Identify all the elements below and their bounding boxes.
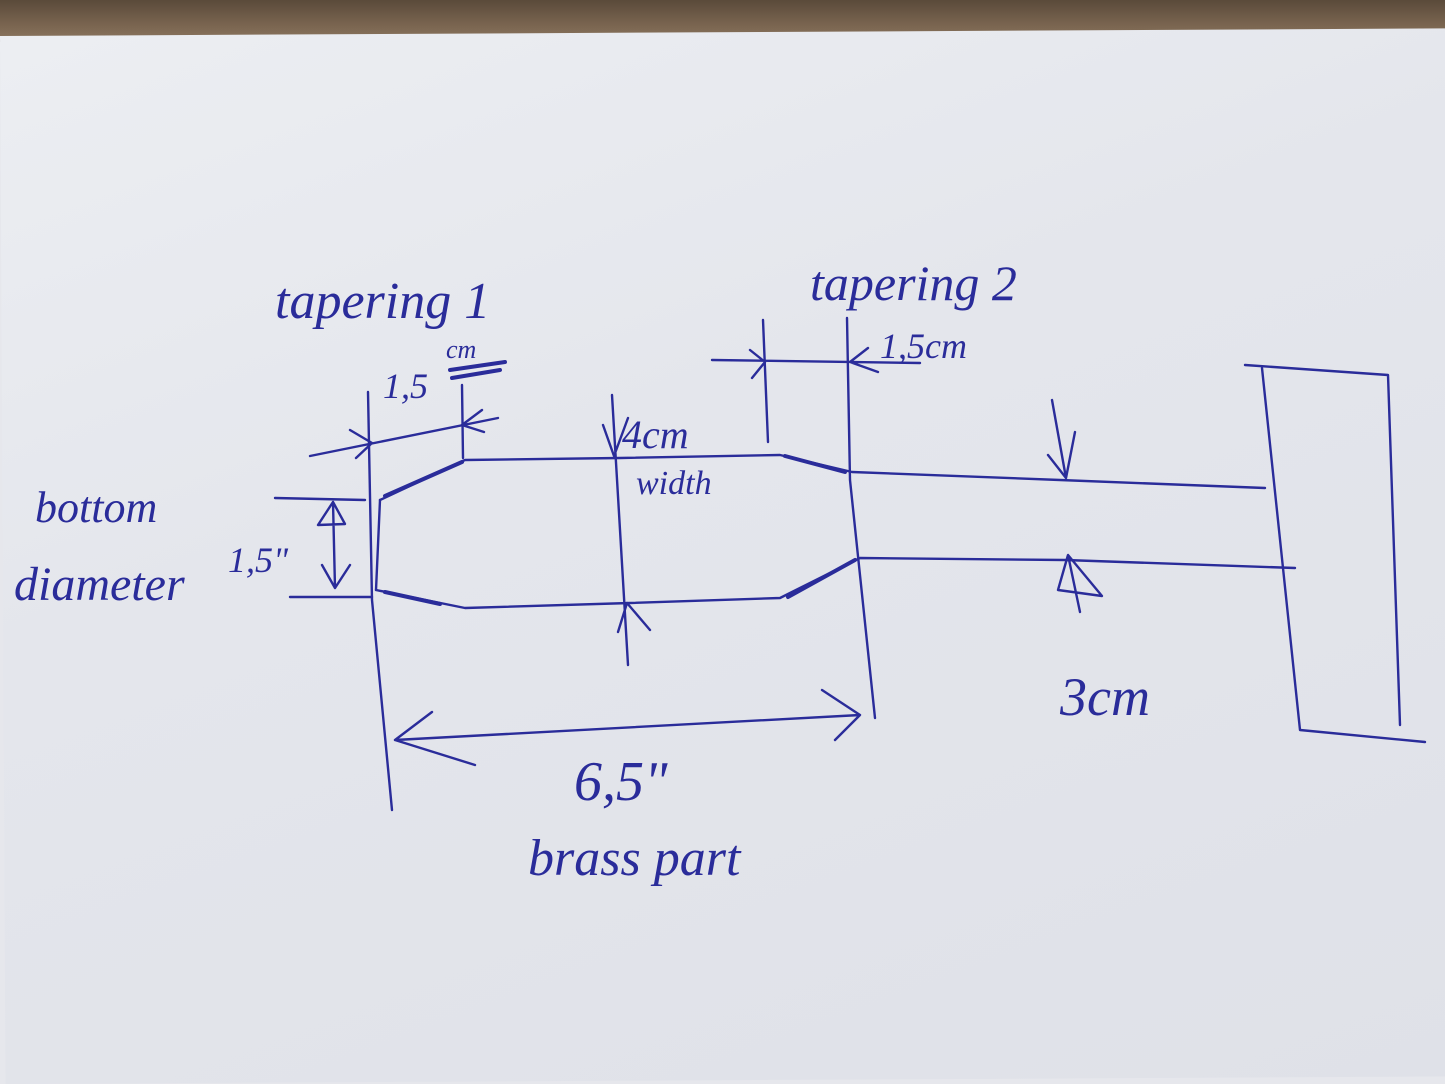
width-label: width xyxy=(636,465,712,502)
tapering-1-unit: cm xyxy=(446,335,476,364)
taper-1-dimension-line xyxy=(308,408,500,460)
neck-width-arrows xyxy=(1046,398,1104,614)
brass-length-value: 6,5" xyxy=(574,751,668,813)
bottom-diameter-value: 1,5" xyxy=(228,540,289,580)
taper-1-lower-shading xyxy=(383,590,442,606)
taper-2-upper-shading xyxy=(783,454,847,474)
end-block xyxy=(1243,363,1427,744)
width-dimension-line xyxy=(601,393,652,667)
tapering-1-label: tapering 1 xyxy=(275,273,490,330)
taper-2-extension-line xyxy=(761,318,770,444)
taper-2-lower-shading xyxy=(786,558,857,599)
brass-end-line xyxy=(845,316,877,720)
diameter-arrow xyxy=(316,500,352,590)
taper-1-upper-shading xyxy=(383,460,464,498)
neck-width-value: 3cm xyxy=(1059,667,1150,727)
scribble xyxy=(448,360,507,380)
taper-2-dimension-line xyxy=(710,346,922,380)
upper-profile xyxy=(378,453,1267,502)
bottom-end-line xyxy=(374,498,382,592)
width-value: 4cm xyxy=(622,412,689,457)
lower-profile xyxy=(374,556,1297,610)
bottom-diameter-label-2: diameter xyxy=(14,558,185,611)
bottom-diameter-label-1: bottom xyxy=(35,483,157,532)
brass-part-label: brass part xyxy=(528,830,742,887)
left-boundary-line xyxy=(366,390,394,812)
tapering-2-value: 1,5cm xyxy=(880,326,967,366)
length-arrow xyxy=(393,688,862,767)
tapering-2-label: tapering 2 xyxy=(810,255,1017,311)
tapering-1-value: 1,5 xyxy=(383,366,428,406)
taper-1-extension-line xyxy=(460,383,465,460)
diameter-extension-lines xyxy=(273,496,374,599)
